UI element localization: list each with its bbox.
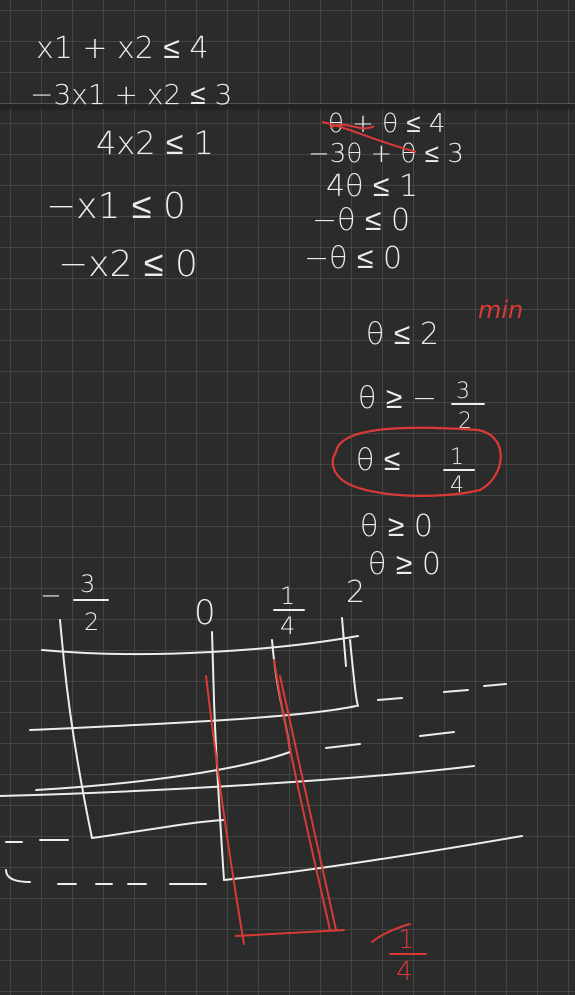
band-right-edge-1 (273, 659, 331, 931)
dash-right-1 (377, 683, 507, 701)
tick-3-den: 4 (280, 612, 295, 640)
result-num: 1 (398, 925, 415, 955)
zero-vertical (211, 631, 225, 881)
bound-4: θ ≥ 0 (360, 509, 433, 544)
bound-2-lhs: θ ≥ − (358, 381, 437, 416)
grid-page-main (0, 109, 575, 995)
band-right-edge-2 (279, 675, 337, 931)
interval-line-top (41, 635, 359, 656)
min-note: min (478, 296, 523, 324)
band-left-edge (205, 675, 245, 945)
primal-line-2: −3x1 + x2 ≤ 3 (30, 78, 232, 111)
result-den: 4 (396, 957, 413, 987)
left-vertical (59, 619, 93, 839)
primal-line-4: −x1 ≤ 0 (46, 186, 186, 227)
highlight-circle (331, 426, 502, 497)
subst-line-2: −3θ + θ ≤ 3 (308, 139, 464, 169)
bound-2-den: 2 (458, 409, 472, 434)
bound-5: θ ≥ 0 (368, 547, 441, 582)
interval-line-3 (35, 751, 291, 791)
bound-2-num: 3 (456, 379, 470, 404)
dash-left-2 (5, 869, 207, 885)
strike-mark (321, 121, 417, 153)
primal-line-1: x1 + x2 ≤ 4 (36, 31, 209, 66)
result-fraction: 1 4 (389, 925, 427, 987)
tick-4: 2 (346, 575, 365, 610)
interval-line-6 (223, 835, 523, 881)
bound-3-lhs: θ ≤ (356, 443, 400, 478)
primal-line-3: 4x2 ≤ 1 (96, 124, 214, 162)
subst-line-4: −θ ≤ 0 (312, 203, 410, 238)
tick-3-num: 1 (280, 582, 295, 610)
bound-3-den: 4 (450, 473, 464, 498)
subst-line-3: 4θ ≤ 1 (326, 169, 418, 204)
interval-line-2 (29, 705, 357, 731)
dash-right-2 (325, 731, 455, 749)
feasible-band (205, 659, 411, 945)
theta-bounds: θ ≤ 2 min θ ≥ − 3 2 θ ≤ 1 4 θ ≥ 0 θ ≥ 0 (356, 296, 523, 582)
tick-1-sign: − (40, 581, 62, 611)
number-line-labels: − 3 2 0 1 4 2 (40, 570, 365, 640)
page-divider (0, 103, 575, 110)
result-arrow (371, 923, 411, 943)
dash-left-1 (5, 839, 69, 843)
two-vertical (341, 617, 359, 707)
interval-line-4 (0, 765, 475, 797)
grid-page-top (0, 0, 575, 103)
tick-1-num: 3 (80, 570, 95, 598)
subst-line-1: θ + θ ≤ 4 (328, 109, 445, 139)
subst-line-5: −θ ≤ 0 (304, 241, 402, 276)
interval-sketch (0, 617, 523, 885)
tick-2: 0 (194, 593, 216, 633)
bound-1: θ ≤ 2 (366, 317, 439, 352)
primal-constraints: x1 + x2 ≤ 4 −3x1 + x2 ≤ 3 4x2 ≤ 1 −x1 ≤ … (30, 31, 232, 285)
substituted-constraints: θ + θ ≤ 4 −3θ + θ ≤ 3 4θ ≤ 1 −θ ≤ 0 −θ ≤… (304, 109, 464, 276)
primal-line-5: −x2 ≤ 0 (58, 244, 198, 285)
interval-line-5 (91, 819, 225, 839)
tick-1-den: 2 (84, 608, 99, 636)
band-bottom (235, 929, 345, 937)
bound-3-num: 1 (450, 445, 464, 470)
